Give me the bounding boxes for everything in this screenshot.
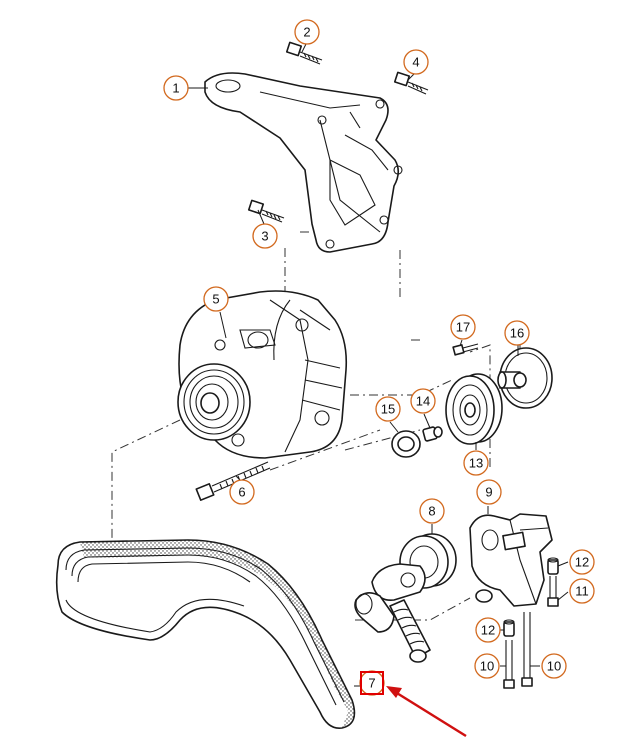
- callout-10-left: 10: [474, 653, 500, 679]
- callout-12-upper-label: 12: [575, 555, 589, 570]
- bolt-11: [547, 576, 559, 607]
- callout-6-label: 6: [238, 485, 245, 500]
- callout-13-label: 13: [469, 456, 483, 471]
- callout-17: 17: [450, 314, 476, 340]
- callout-16: 16: [504, 320, 530, 346]
- washer: [391, 430, 421, 458]
- callout-1-label: 1: [172, 81, 179, 96]
- bolt-17: [452, 343, 479, 356]
- callout-12-lower-label: 12: [481, 623, 495, 638]
- callout-10-right: 10: [541, 653, 567, 679]
- callout-3-label: 3: [261, 229, 268, 244]
- callout-17-label: 17: [456, 320, 470, 335]
- callout-3: 3: [252, 223, 278, 249]
- callout-7-label: 7: [368, 676, 375, 691]
- spacer-12-upper: [547, 557, 559, 575]
- callout-12-lower: 12: [475, 617, 501, 643]
- callout-7: 7: [359, 670, 385, 696]
- callout-15: 15: [375, 396, 401, 422]
- callout-11-label: 11: [575, 584, 589, 599]
- bolt-10-right: [521, 612, 533, 687]
- callout-6: 6: [229, 479, 255, 505]
- callout-2-label: 2: [303, 25, 310, 40]
- pulley-cover: [497, 347, 553, 409]
- spacer-12-lower: [503, 619, 515, 637]
- callout-14-label: 14: [416, 394, 430, 409]
- bolt-4: [393, 71, 429, 95]
- bolt-10-left: [503, 640, 515, 689]
- callout-10-left-label: 10: [480, 659, 494, 674]
- idler-pulley: [445, 373, 503, 445]
- drive-belt: [55, 539, 356, 729]
- callout-8: 8: [419, 498, 445, 524]
- bolt-6: [195, 461, 271, 501]
- bracket: [204, 72, 403, 253]
- callout-11: 11: [569, 578, 595, 604]
- spacer-sleeve: [422, 426, 443, 442]
- belt-tensioner: [354, 533, 457, 663]
- highlight-arrow: [386, 686, 467, 738]
- callout-5-label: 5: [212, 292, 219, 307]
- bolt-3: [247, 199, 285, 223]
- callout-10-right-label: 10: [547, 659, 561, 674]
- callout-9-label: 9: [485, 485, 492, 500]
- callout-2: 2: [294, 19, 320, 45]
- callout-4: 4: [403, 49, 429, 75]
- callout-12-upper: 12: [569, 549, 595, 575]
- alternator: [177, 290, 348, 459]
- bolt-2: [285, 41, 323, 65]
- leader-lines: [188, 43, 569, 687]
- callout-5: 5: [203, 286, 229, 312]
- callout-16-label: 16: [510, 326, 524, 341]
- callout-9: 9: [476, 479, 502, 505]
- callout-14: 14: [410, 388, 436, 414]
- callout-13: 13: [463, 450, 489, 476]
- callout-8-label: 8: [428, 504, 435, 519]
- callout-1: 1: [163, 75, 189, 101]
- highlight-box: [360, 671, 384, 695]
- callout-15-label: 15: [381, 402, 395, 417]
- tensioner-bracket: [469, 513, 553, 607]
- callout-4-label: 4: [412, 55, 419, 70]
